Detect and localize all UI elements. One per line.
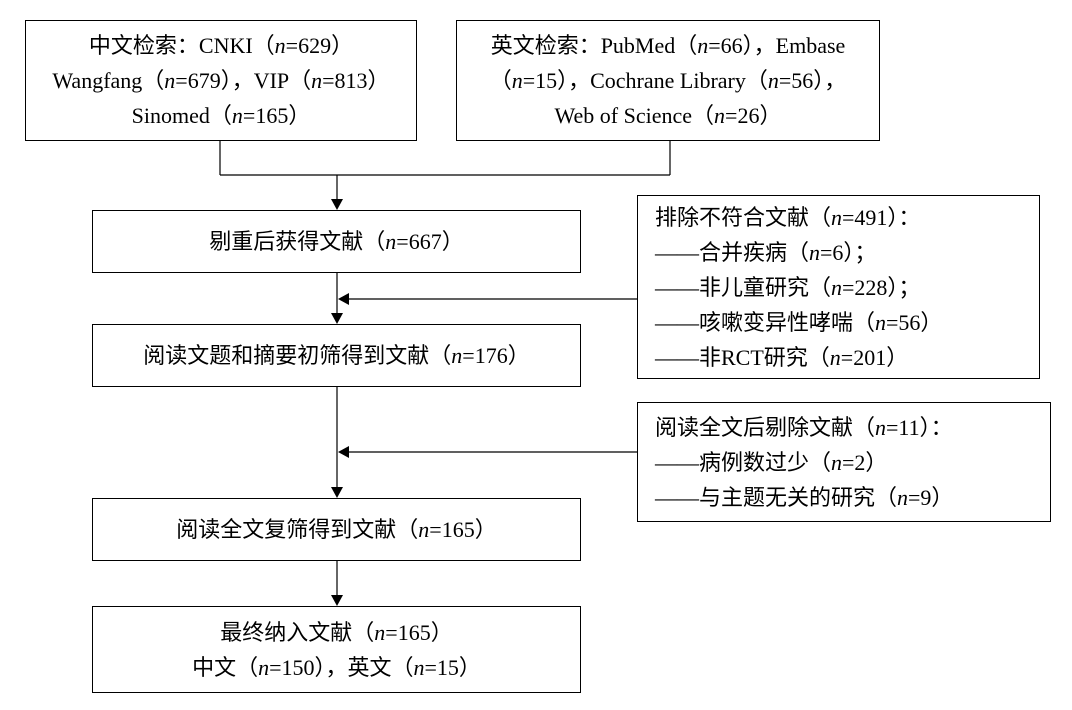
final-included-line: 最终纳入文献（n=165） [220, 619, 453, 645]
exclusion-fulltext-box: 阅读全文后剔除文献（n=11）： ——病例数过少（n=2） ——与主题无关的研究… [637, 402, 1051, 522]
fulltext-screen-line: 阅读全文复筛得到文献（n=165） [176, 517, 497, 542]
english-search-box: 英文检索：PubMed（n=66），Embase （n=15），Cochrane… [456, 20, 880, 141]
english-search-line: （n=15），Cochrane Library（n=56）， [489, 68, 847, 93]
arrow-exclusion-fulltext [338, 446, 637, 458]
title-abstract-screen-box: 阅读文题和摘要初筛得到文献（n=176） [92, 324, 581, 387]
exclusion-first-line: ——合并疾病（n=6）； [655, 239, 877, 265]
after-dedup-box: 剔重后获得文献（n=667） [92, 210, 581, 273]
after-dedup-line: 剔重后获得文献（n=667） [209, 229, 464, 254]
exclusion-fulltext-line: ——与主题无关的研究（n=9） [655, 484, 954, 510]
chinese-search-line: 中文检索：CNKI（n=629） [88, 33, 354, 58]
english-search-line: Web of Science（n=26） [554, 103, 782, 128]
arrow-to-title-abstract-screen [331, 272, 343, 324]
english-search-line: 英文检索：PubMed（n=66），Embase [490, 33, 846, 58]
final-included-line: 中文（n=150），英文（n=15） [192, 654, 481, 680]
exclusion-first-line: ——非RCT研究（n=201） [655, 344, 909, 370]
arrow-to-fulltext-screen [331, 386, 343, 498]
exclusion-fulltext-line: ——病例数过少（n=2） [655, 449, 888, 475]
exclusion-first-line: ——非儿童研究（n=228）； [655, 274, 921, 300]
arrow-to-after-dedup [331, 175, 343, 210]
fulltext-screen-box: 阅读全文复筛得到文献（n=165） [92, 498, 581, 561]
chinese-search-line: Wangfang（n=679），VIP（n=813） [52, 68, 390, 93]
exclusion-first-line: ——咳嗽变异性哮喘（n=56） [655, 309, 943, 335]
chinese-search-line: Sinomed（n=165） [131, 103, 311, 128]
arrow-to-final-included [331, 560, 343, 606]
title-abstract-screen-line: 阅读文题和摘要初筛得到文献（n=176） [143, 343, 530, 368]
exclusion-first-box: 排除不符合文献（n=491）： ——合并疾病（n=6）； ——非儿童研究（n=2… [637, 195, 1040, 379]
chinese-search-box: 中文检索：CNKI（n=629） Wangfang（n=679），VIP（n=8… [25, 20, 417, 141]
arrow-exclusion-first [338, 293, 637, 305]
final-included-box: 最终纳入文献（n=165） 中文（n=150），英文（n=15） [92, 606, 581, 693]
exclusion-first-line: 排除不符合文献（n=491）： [655, 204, 921, 230]
exclusion-fulltext-line: 阅读全文后剔除文献（n=11）： [655, 414, 953, 440]
